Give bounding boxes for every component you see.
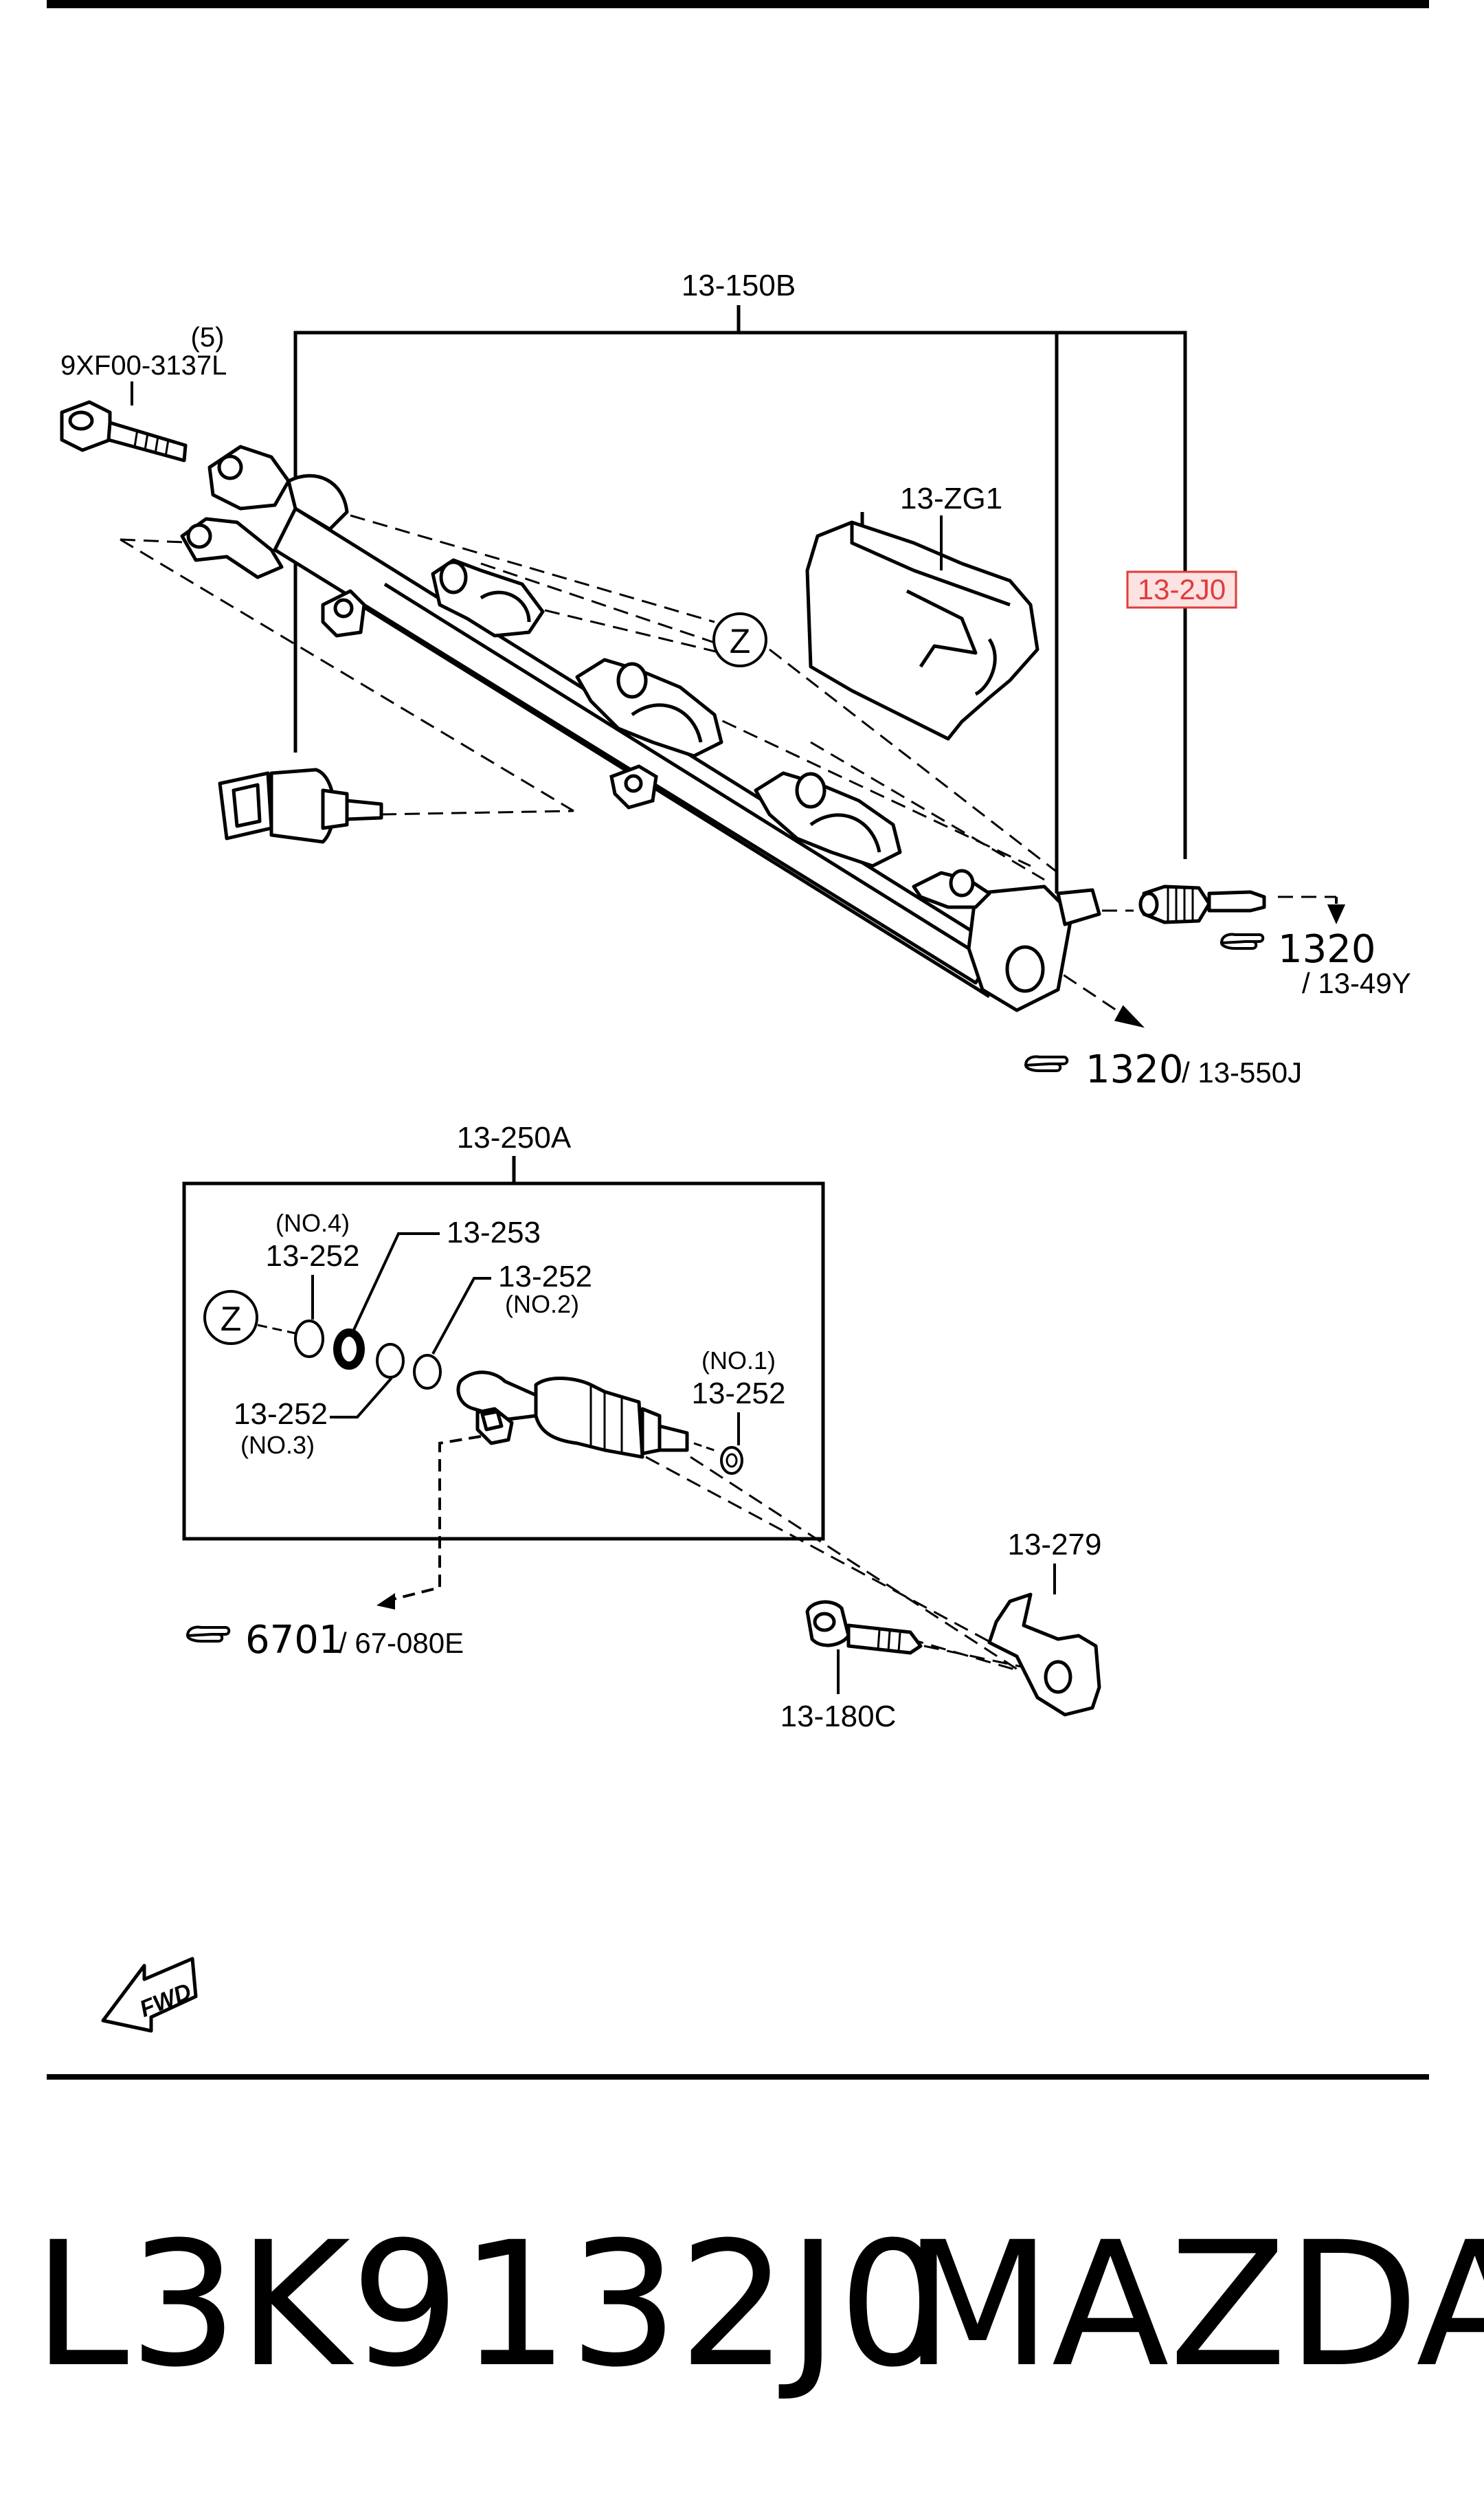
z-marker-top: Z bbox=[712, 612, 767, 667]
label-oring-no4-tag: (NO.4) bbox=[276, 1209, 350, 1237]
label-bolt2: 13-180C bbox=[780, 1700, 897, 1733]
hand-pointer-icon bbox=[1024, 1055, 1069, 1072]
injector-cup-3 bbox=[754, 771, 902, 868]
pressure-sensor bbox=[218, 768, 383, 844]
label-oring-no2: 13-252 bbox=[498, 1260, 592, 1293]
z-marker-injector: Z bbox=[203, 1290, 258, 1345]
injector-cup-2 bbox=[575, 658, 723, 758]
rail-cover bbox=[805, 520, 1039, 741]
mounting-bolt bbox=[60, 400, 188, 463]
label-oring-no1: 13-252 bbox=[691, 1377, 785, 1410]
z-label: Z bbox=[221, 1300, 242, 1338]
label-cover: 13-ZG1 bbox=[900, 482, 1002, 515]
svg-text:6701: 6701 bbox=[245, 1618, 344, 1662]
svg-text:/ 13-550J: / 13-550J bbox=[1182, 1056, 1302, 1089]
label-oring-no1-tag: (NO.1) bbox=[701, 1346, 776, 1375]
fwd-arrow-icon: FWD bbox=[101, 1957, 198, 2033]
label-bolt-qty: (5) bbox=[191, 322, 225, 353]
label-rail: 13-150B bbox=[682, 269, 796, 302]
hand-pointer-icon bbox=[186, 1625, 231, 1643]
label-oring-no4: 13-252 bbox=[265, 1239, 359, 1273]
svg-text:/ 13-49Y: / 13-49Y bbox=[1302, 967, 1411, 999]
harness-dashed bbox=[384, 1435, 482, 1603]
label-oring-253: 13-253 bbox=[447, 1216, 541, 1249]
label-bracket: 13-279 bbox=[1007, 1528, 1101, 1561]
svg-text:1320: 1320 bbox=[1278, 927, 1376, 972]
fuel-fitting bbox=[1138, 885, 1266, 924]
injector-cup-4 bbox=[912, 869, 991, 909]
injector-cup-1 bbox=[431, 558, 545, 638]
svg-text:13-2J0: 13-2J0 bbox=[1138, 573, 1226, 605]
label-oring-no3: 13-252 bbox=[234, 1397, 328, 1431]
svg-text:1320: 1320 bbox=[1086, 1047, 1184, 1092]
label-bolt-part: 9XF00-3137L bbox=[60, 351, 227, 381]
injector-bracket bbox=[987, 1592, 1101, 1717]
flow-arrows bbox=[1114, 897, 1346, 1028]
rail-mount-left bbox=[180, 445, 366, 638]
svg-text:/ 67-080E: / 67-080E bbox=[339, 1627, 464, 1659]
z-label: Z bbox=[730, 622, 751, 660]
ref-1320-550j: 1320 / 13-550J bbox=[1024, 1047, 1302, 1092]
o-rings bbox=[294, 1320, 743, 1475]
bracket-dashed-lines bbox=[645, 1456, 1038, 1675]
hand-pointer-icon bbox=[1219, 933, 1265, 950]
footer-brand: MAZDA bbox=[903, 2205, 1484, 2405]
ref-1320-49y: 1320 / 13-49Y bbox=[1219, 927, 1411, 999]
label-highlighted-part[interactable]: 13-2J0 bbox=[1126, 570, 1237, 609]
injector-bolt bbox=[805, 1600, 923, 1655]
dashed-lines bbox=[120, 514, 1336, 1019]
fuel-injector bbox=[456, 1370, 689, 1459]
rail-clip bbox=[609, 764, 658, 810]
label-injector-assy: 13-250A bbox=[457, 1121, 572, 1155]
harness-arrow bbox=[376, 1593, 395, 1610]
footer-part-number: L3K9132J0 bbox=[33, 2205, 947, 2405]
label-oring-no3-tag: (NO.3) bbox=[240, 1431, 315, 1459]
ref-6701: 6701 / 67-080E bbox=[186, 1618, 464, 1662]
injector-box bbox=[182, 1156, 825, 1541]
label-oring-no2-tag: (NO.2) bbox=[505, 1290, 579, 1318]
